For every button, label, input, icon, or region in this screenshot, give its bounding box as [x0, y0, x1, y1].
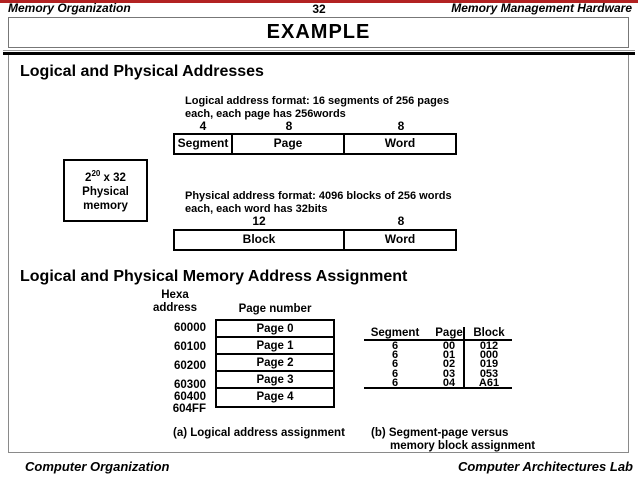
- column-header-segment: Segment: [370, 327, 420, 339]
- cell-page: 00: [442, 340, 456, 352]
- cell-block: 019: [479, 358, 499, 371]
- bit-width-block: 12: [252, 214, 266, 228]
- cell-page: 04: [442, 376, 456, 389]
- cell-block: 053: [479, 367, 499, 380]
- page-field: Page: [233, 135, 345, 153]
- page-number-label: Page number: [238, 303, 312, 315]
- page-number: 32: [312, 2, 326, 16]
- bit-width-word: 8: [397, 119, 405, 133]
- hexa-address: 60000: [174, 322, 206, 334]
- title-divider-thin: [3, 50, 635, 51]
- hexa-address: 60400: [174, 391, 206, 403]
- hexa-address-label: Hexa address: [152, 289, 198, 314]
- segment-field: Segment: [175, 135, 233, 153]
- content-frame: [8, 55, 629, 453]
- cell-page: 03: [442, 367, 456, 380]
- table-header-underline: [364, 339, 512, 341]
- top-accent-line: [0, 0, 638, 3]
- table-row: 6 00 012: [364, 340, 512, 352]
- page-cell: Page 4: [256, 391, 294, 403]
- memory-box-line3: memory: [83, 199, 128, 212]
- table-vertical-divider: [463, 327, 465, 387]
- word-field: Word: [384, 136, 416, 150]
- section-heading-assignment: Logical and Physical Memory Address Assi…: [20, 268, 408, 285]
- footer-lab: Computer Architectures Lab: [457, 459, 633, 474]
- hexa-address: 60200: [174, 360, 206, 372]
- cell-page: 02: [442, 358, 456, 371]
- logical-address-format-box: Segment Page Word: [173, 133, 457, 155]
- caption-b: (b) Segment-page versus memory block ass…: [371, 427, 536, 452]
- bit-width-segment: 4: [199, 119, 207, 133]
- caption-a: (a) Logical address assignment: [173, 427, 345, 439]
- logical-format-note-line2: each, each page has 256words: [185, 108, 346, 120]
- cell-page: 01: [442, 349, 456, 362]
- table-row: 6 04 A61: [364, 376, 512, 389]
- cell-segment: 6: [391, 349, 399, 362]
- bit-width-word-2: 8: [397, 214, 405, 228]
- slide-title: EXAMPLE: [8, 17, 629, 48]
- header-course-title: Memory Organization: [8, 1, 131, 15]
- cell-segment: 6: [391, 340, 399, 352]
- header-chapter-title: Memory Management Hardware: [451, 1, 632, 15]
- page-table: Page 0 Page 1 Page 2 Page 3 Page 4: [215, 319, 335, 408]
- cell-block: A61: [478, 376, 500, 389]
- title-divider-thick: [3, 52, 635, 55]
- footer-organization: Computer Organization: [25, 459, 170, 474]
- hexa-address: 60100: [174, 341, 206, 353]
- bit-width-page: 8: [285, 119, 293, 133]
- memory-size-line: 220 x 32: [85, 169, 126, 184]
- page-cell: Page 1: [217, 338, 333, 355]
- column-header-block: Block: [473, 327, 505, 339]
- physical-format-note-line2: each, each word has 32bits: [185, 203, 328, 215]
- table-row: 6 02 019: [364, 358, 512, 371]
- table-row: 6 03 053: [364, 367, 512, 380]
- word-field-2: Word: [384, 232, 416, 246]
- memory-box-line2: Physical: [82, 185, 129, 198]
- page-cell: Page 0: [217, 321, 333, 338]
- column-header-page: Page: [435, 327, 463, 339]
- physical-format-note: Physical address format: 4096 blocks of …: [185, 190, 452, 216]
- physical-format-note-line1: Physical address format: 4096 blocks of …: [185, 190, 452, 202]
- memory-size-exponent: 20: [91, 169, 101, 178]
- logical-format-note-line1: Logical address format: 16 segments of 2…: [185, 95, 450, 107]
- block-field: Block: [175, 231, 345, 249]
- cell-block: 012: [479, 340, 499, 352]
- page-cell: Page 3: [217, 372, 333, 389]
- cell-block: 000: [479, 349, 499, 362]
- physical-memory-box: 220 x 32 Physical memory: [63, 159, 148, 222]
- cell-segment: 6: [391, 358, 399, 371]
- cell-segment: 6: [391, 376, 399, 389]
- hexa-address: 60300: [174, 379, 206, 391]
- cell-segment: 6: [391, 367, 399, 380]
- segment-block-table: Segment Page Block 6 00 012 6 01 000 6 0…: [364, 327, 512, 390]
- logical-format-note: Logical address format: 16 segments of 2…: [185, 95, 449, 121]
- table-row: 6 01 000: [364, 349, 512, 362]
- section-heading-addresses: Logical and Physical Addresses: [20, 63, 264, 80]
- page-cell: Page 2: [217, 355, 333, 372]
- physical-address-format-box: Block Word: [173, 229, 457, 251]
- table-bottom-rule: [364, 387, 512, 389]
- hexa-address: 604FF: [172, 403, 206, 415]
